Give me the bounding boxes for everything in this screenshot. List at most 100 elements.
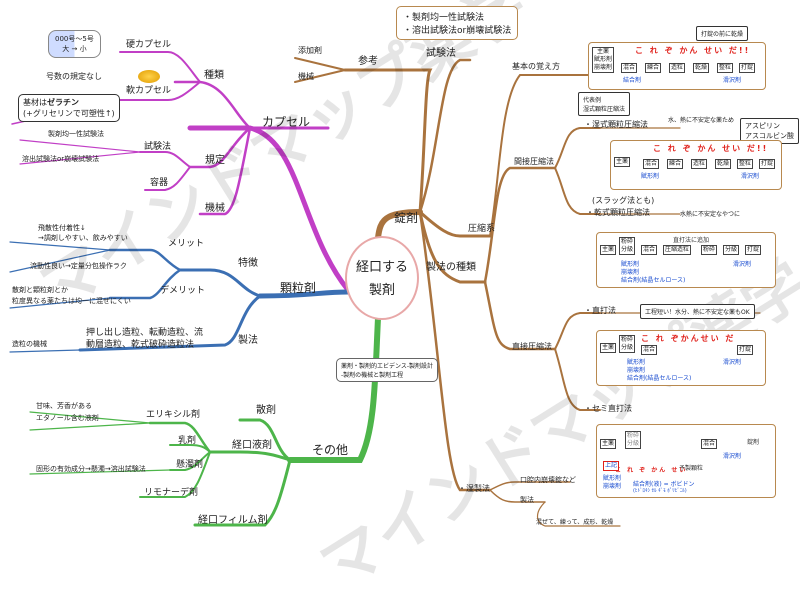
tablet-basic-note: 打錠の前に乾燥 bbox=[696, 26, 749, 41]
wet-mnemonic: こ れ ぞ かん せい だ!! bbox=[653, 144, 769, 153]
dry-crush2: 粉砕 bbox=[701, 245, 718, 255]
capsule-test1: 製剤均一性試験法 bbox=[48, 130, 104, 138]
tablet-indirect: 間接圧縮法 bbox=[514, 157, 554, 166]
tablet-direct: 直接圧縮法 bbox=[512, 342, 552, 351]
wet-step-press: 打錠 bbox=[759, 159, 776, 169]
granules-machine: 造粒の機械 bbox=[12, 340, 47, 348]
flow-direct: 主薬 粉砕分級 こ れ ぞかんせい だ 混合 打錠 賦形剤 崩壊剤 結合剤(結晶… bbox=[596, 330, 766, 386]
wet-excipient: 賦形剤 bbox=[641, 173, 660, 180]
gelatin-prefix: 基材は bbox=[23, 98, 47, 107]
flow-lubricant: 滑沢剤 bbox=[723, 77, 742, 84]
direct-crush-label: 粉砕 bbox=[621, 336, 634, 343]
tablet-slug: (スラッグ法とも) bbox=[592, 196, 655, 205]
tablet-odt: 口腔内崩壊錠など bbox=[520, 476, 576, 484]
wet-lubricant: 滑沢剤 bbox=[741, 173, 760, 180]
center-title-line2: 製剤 bbox=[368, 283, 395, 298]
gelatin-line2: (+グリセリンで可塑性↑) bbox=[23, 109, 115, 118]
wet-step-knead: 練合 bbox=[667, 159, 684, 169]
tablet-direct-note: 工程短い！水分、熱に不安定な薬もOK bbox=[640, 304, 755, 319]
center-title-line1: 経口する bbox=[355, 260, 408, 275]
tablet-test-note2: ・溶出試験法or崩壊試験法 bbox=[403, 26, 512, 36]
semi-preserve: 予製顆粒 bbox=[679, 465, 704, 472]
rep-note-line1: 代表例 bbox=[583, 97, 602, 104]
disintegrant-label: 崩壊剤 bbox=[594, 64, 613, 71]
tablet-wet-method: ・湿製法 bbox=[458, 484, 490, 493]
tablet-test-note1: ・製剤均一性試験法 bbox=[403, 13, 485, 23]
semi-main: 主薬 bbox=[600, 439, 617, 449]
tablet-machine: 機械 bbox=[298, 72, 314, 81]
granules-method1b: 動層造粒、乾式破砕造粒法 bbox=[86, 340, 195, 350]
flow-basic: 主薬 賦形剤 崩壊剤 こ れ ぞ かん せい だ!! 混合 練合 造粒 乾燥 整… bbox=[588, 42, 766, 90]
dry-mix: 混合 bbox=[641, 245, 658, 255]
semi-lubricant: 滑沢剤 bbox=[723, 453, 742, 460]
wet-step-dry: 乾燥 bbox=[715, 159, 732, 169]
dry-excipient: 賦形剤 bbox=[621, 261, 640, 268]
step-size: 整粒 bbox=[717, 63, 734, 73]
tablet-wet-examples: アスピリン アスコルビン酸 bbox=[740, 118, 799, 144]
capsule-hard-note: 000号〜5号 大 → 小 bbox=[48, 30, 101, 58]
center-node: 経口する 製剤 bbox=[345, 236, 419, 320]
direct-disintegrant: 崩壊剤 bbox=[627, 367, 646, 374]
granules-merit2: 流動性良い→定量分包操作ラク bbox=[30, 262, 127, 270]
direct-press: 打錠 bbox=[737, 345, 754, 355]
wet-step-granulate: 造粒 bbox=[691, 159, 708, 169]
capsule-hard: 硬カプセル bbox=[126, 40, 172, 50]
hard-note-line2: 大 → 小 bbox=[62, 45, 87, 53]
flow-dry: 主薬 粉砕分級 混合 圧縮造粒 粉砕 分級 打錠 直打法に追加 賦形剤 崩壊剤 … bbox=[596, 232, 776, 288]
others-elixir-note2: エタノール含む液剤 bbox=[36, 414, 99, 422]
tablet-direct-tag: ・直打法 bbox=[584, 306, 616, 315]
step-mix: 混合 bbox=[621, 63, 638, 73]
tablet-production-steps: 混ぜて、練って、成形、乾燥 bbox=[536, 519, 614, 526]
granules-feature: 特徴 bbox=[238, 258, 258, 269]
dry-lubricant: 滑沢剤 bbox=[733, 261, 752, 268]
dry-compress: 圧縮造粒 bbox=[663, 245, 692, 255]
direct-mix: 混合 bbox=[641, 345, 658, 355]
tablet-dry: ・乾式顆粒圧縮法 bbox=[586, 208, 650, 217]
tablet-reference: 参考 bbox=[358, 56, 378, 67]
direct-excipient: 賦形剤 bbox=[627, 359, 646, 366]
capsule-gelatin-note: 基材はゼラチン (+グリセリンで可塑性↑) bbox=[18, 94, 120, 122]
excipient-label: 賦形剤 bbox=[594, 56, 613, 63]
others-title: その他 bbox=[312, 443, 349, 457]
tablet-semi-direct: ・セミ直打法 bbox=[584, 404, 632, 413]
dry-add: 直打法に追加 bbox=[673, 237, 710, 244]
dry-disintegrant: 崩壊剤 bbox=[621, 269, 640, 276]
capsule-types: 種類 bbox=[204, 70, 224, 81]
semi-divide-label: 分級 bbox=[627, 440, 640, 447]
capsule-container: 容器 bbox=[150, 178, 169, 188]
granules-demerit: デメリット bbox=[160, 286, 206, 296]
others-elixir-note1: 甘味、芳香がある bbox=[36, 402, 92, 410]
dry-main: 主薬 bbox=[600, 245, 617, 255]
semi-mix: 混合 bbox=[701, 439, 718, 449]
flow-semi: 主薬 粉砕分級 混合 こ れ ぞ かん せい 上記 賦形剤 崩壊剤 予製顆粒 結… bbox=[596, 424, 776, 498]
semi-binder: 結合剤(液) = ボビドン bbox=[633, 481, 695, 488]
tablet-test-method: 試験法 bbox=[426, 48, 456, 59]
granules-merit1a: 飛散性付着性↓ bbox=[38, 224, 86, 232]
granules-demerit1b: 粒度異なる薬たちは均一に混ぜにくい bbox=[12, 297, 131, 305]
capsule-test-method: 試験法 bbox=[144, 142, 172, 152]
direct-crush: 粉砕分級 bbox=[619, 335, 636, 353]
soft-capsule-icon bbox=[138, 70, 160, 83]
tablet-rep-note: 代表例 湿式顆粒圧縮法 bbox=[578, 92, 631, 116]
wet-example2: アスコルビン酸 bbox=[745, 132, 794, 140]
tablet-test-note: ・製剤均一性試験法 ・溶出試験法or崩壊試験法 bbox=[396, 6, 519, 40]
direct-main: 主薬 bbox=[600, 343, 617, 353]
others-emulsion: 乳剤 bbox=[178, 436, 197, 446]
crush-label: 粉砕 bbox=[621, 238, 634, 245]
others-powder: 散剤 bbox=[256, 405, 276, 416]
others-suspension-note: 固形の有効成分→懸濁→溶出試験法 bbox=[36, 465, 146, 473]
tablet-kinds: 製法の種類 bbox=[426, 262, 476, 273]
green-note-line1: 薬剤・製剤的エビデンス-製剤設計 bbox=[341, 363, 434, 370]
flow-wet-main: 主薬 bbox=[614, 157, 631, 167]
direct-divide-label: 分級 bbox=[621, 344, 634, 351]
dry-crush: 粉砕分級 bbox=[619, 237, 636, 255]
wet-step-size: 整粒 bbox=[737, 159, 754, 169]
others-film: 経口フィルム剤 bbox=[198, 515, 268, 526]
flow-wet: 主薬 こ れ ぞ かん せい だ!! 混合 練合 造粒 乾燥 整粒 打錠 賦形剤… bbox=[610, 140, 782, 190]
granules-merit1b: →調剤しやすい、飲みやすい bbox=[38, 234, 128, 242]
rep-note-line2: 湿式顆粒圧縮法 bbox=[583, 106, 626, 113]
others-green-note: 薬剤・製剤的エビデンス-製剤設計 -製剤の機械と製剤工程 bbox=[336, 358, 439, 382]
gelatin-bold: ゼラチン bbox=[47, 98, 79, 107]
semi-result: 錠剤 bbox=[747, 439, 760, 446]
tablet-production: 製法 bbox=[520, 496, 534, 504]
